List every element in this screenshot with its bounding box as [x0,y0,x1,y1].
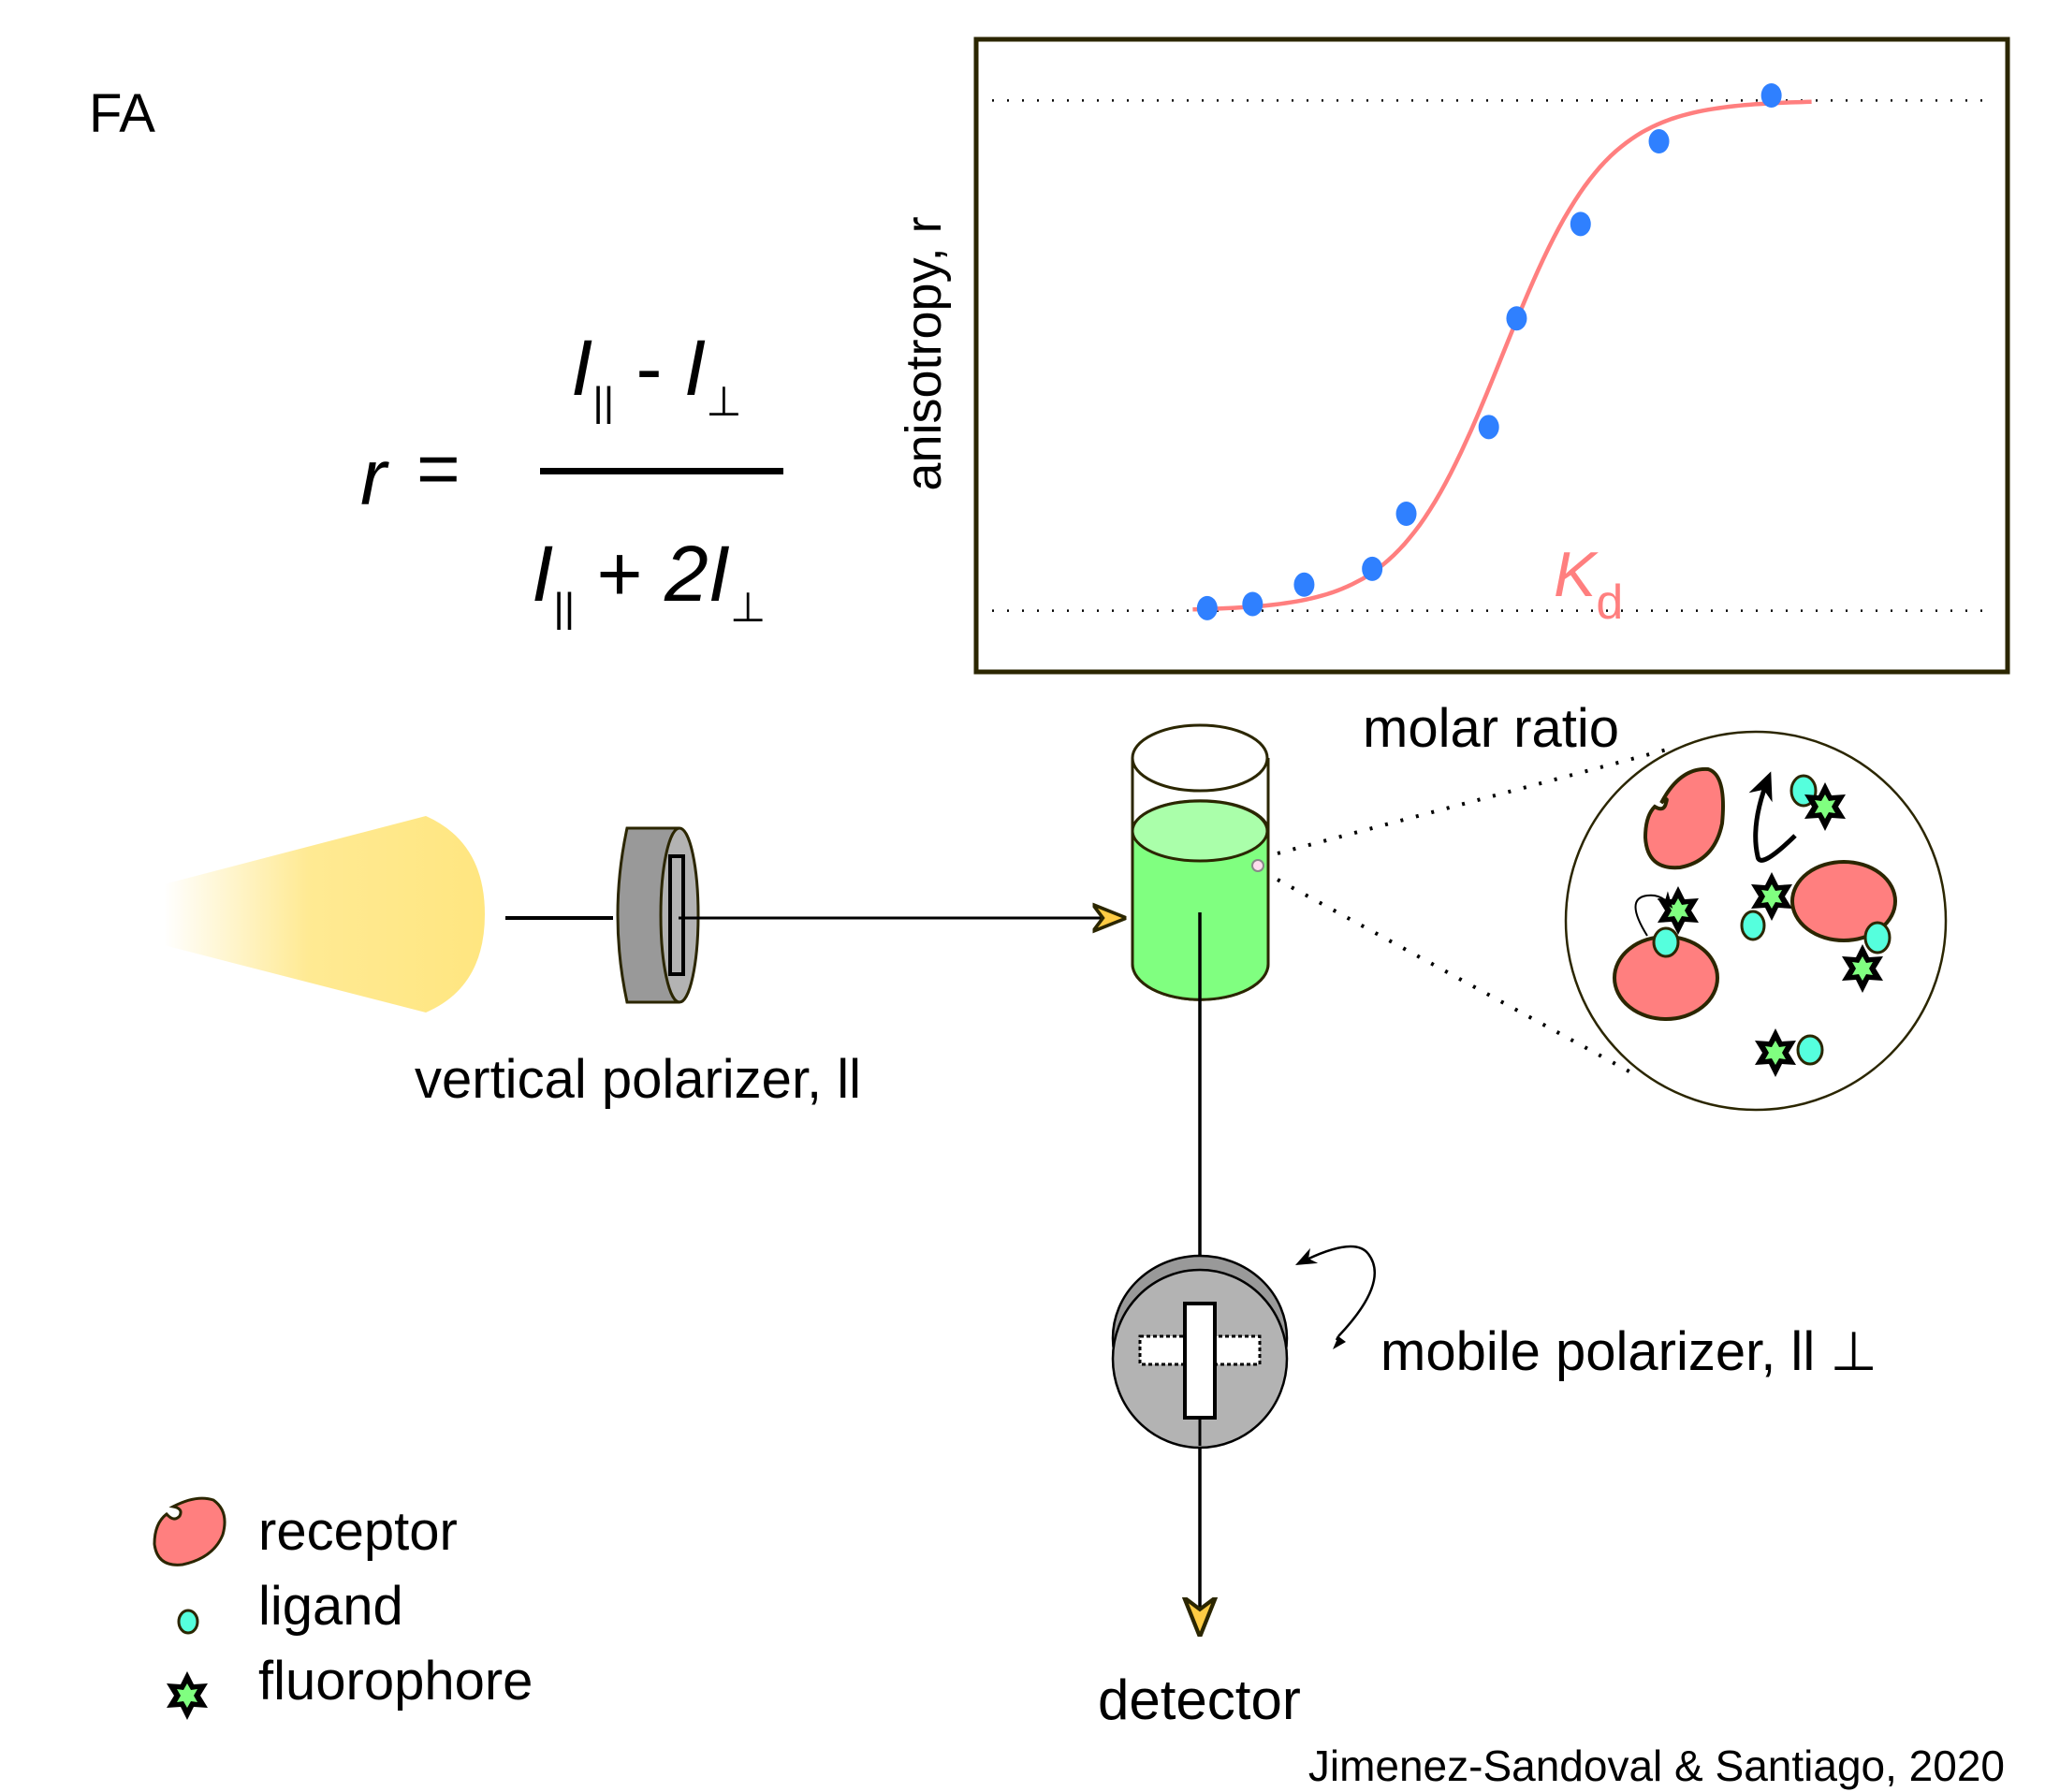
data-point [1570,211,1591,237]
data-point [1506,306,1527,331]
kd-letter: K [1554,539,1597,610]
legend-label-receptor: receptor [258,1501,458,1562]
rotation-arrow-small [1634,891,1673,937]
ligand [1740,910,1766,941]
molecular-zoom-view [1564,730,1948,1112]
denominator-term2: I [708,530,730,618]
zoom-spot [1251,859,1264,872]
formula-numerator: I|| - I⊥ [571,323,742,426]
denominator-operator: + [575,530,665,618]
data-point [1760,82,1782,108]
vertical-slit [668,854,685,976]
cuvette [1131,723,1270,1001]
kd-annotation: Kd [1554,538,1623,631]
denominator-sub1: || [553,585,576,631]
chart-frame [973,36,2010,675]
receptor-bound [1790,860,1897,942]
data-points [1196,82,1782,620]
data-point [1196,595,1218,620]
rotate-arrow [1294,1245,1376,1337]
rotation-arrow-large [1748,771,1797,863]
numerator-sub2: ⊥ [706,379,742,425]
cuvette-rim [1131,723,1269,793]
fraction-bar [540,468,783,474]
formula-equals: = [416,427,460,510]
vertical-polarizer [616,826,700,1004]
citation: Jimenez-Sandoval & Santiago, 2020 [1307,1741,2005,1790]
kd-subscript: d [1596,575,1624,630]
denominator-coefficient: 2 [664,530,708,618]
fit-curve [1192,99,1812,612]
x-axis-label: molar ratio [1363,698,1619,759]
vertical-slit [1183,1302,1217,1420]
fluorophore-icon [167,1671,208,1720]
ligand-icon [177,1609,199,1635]
mobile-polarizer-label: mobile polarizer, ll ⊥ [1380,1321,1877,1382]
receptor-unbound [1643,766,1725,870]
formula-denominator: I|| + 2I⊥ [532,529,766,632]
legend-label-ligand: ligand [258,1576,403,1637]
solution-surface [1131,799,1269,863]
detector-label: detector [1098,1668,1301,1731]
light-source [164,816,485,1013]
numerator-operator: - [614,324,684,412]
numerator-sub1: || [592,379,615,425]
formula-lhs: r [360,433,387,521]
mobile-polarizer[interactable] [1111,1254,1289,1450]
data-point [1395,502,1417,526]
data-point [1648,129,1670,154]
legend-icons [153,1496,226,1720]
ligand [1796,1034,1824,1066]
vertical-polarizer-label: vertical polarizer, ll [415,1049,862,1110]
y-axis-label: anisotropy, r [896,216,952,491]
legend-label-fluorophore: fluorophore [258,1651,533,1712]
data-point [1293,572,1315,597]
ligand [1652,926,1680,958]
receptor-icon [153,1496,226,1566]
data-point [1362,556,1383,581]
numerator-term1: I [571,324,593,412]
denominator-term1: I [532,530,554,618]
denominator-sub2: ⊥ [730,585,767,631]
ligand [1863,921,1892,954]
data-point [1242,591,1264,617]
panel-label: FA [89,83,155,144]
numerator-term2: I [683,324,707,412]
data-point [1478,415,1499,440]
anisotropy-chart [973,36,2010,675]
